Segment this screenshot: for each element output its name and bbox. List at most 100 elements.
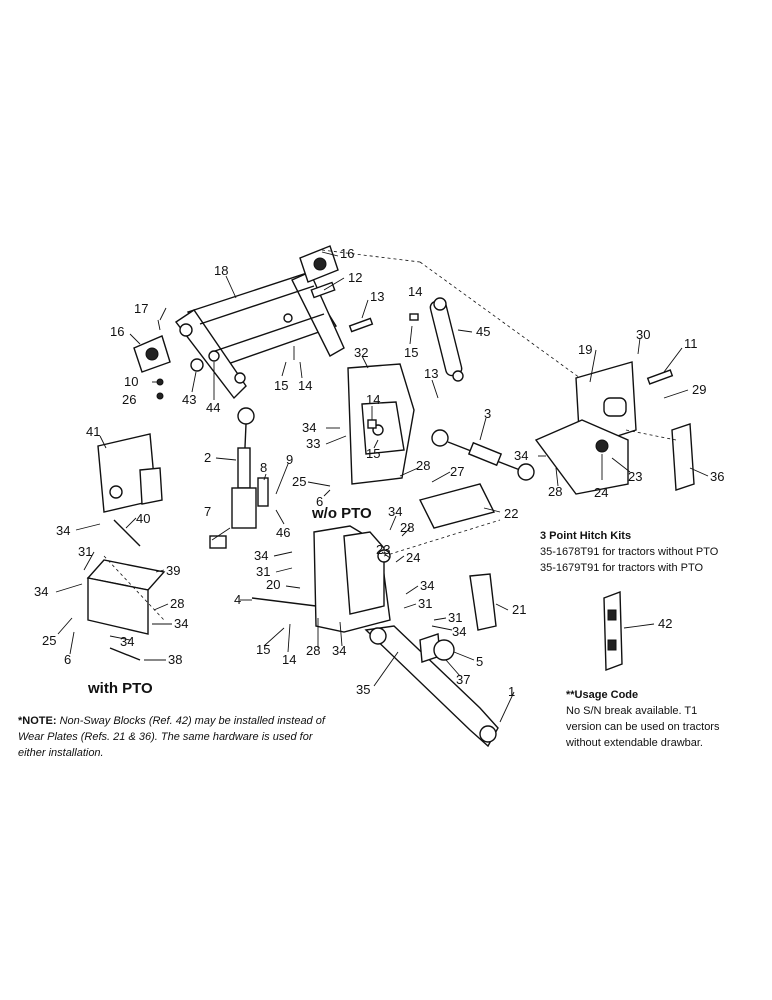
callout-label: 44 (206, 400, 220, 415)
washer-37 (433, 639, 455, 661)
callout-label: 25 (42, 633, 56, 648)
callout-numbers: 16 18 12 17 13 14 16 15 45 10 43 44 15 1… (34, 246, 724, 699)
top-link-bracket (347, 363, 415, 485)
callout-label: 31 (256, 564, 270, 579)
usage-block: **Usage Code No S/N break available. T1 … (566, 687, 766, 751)
callout-label: 14 (366, 392, 380, 407)
callout-label: 45 (476, 324, 490, 339)
wear-plate-21 (469, 573, 497, 631)
callout-label: 23 (628, 469, 642, 484)
callout-label: 14 (408, 284, 422, 299)
callout-label: 37 (456, 672, 470, 687)
callout-label: 43 (182, 392, 196, 407)
hydraulic-cylinder (429, 297, 464, 382)
callout-label: 15 (404, 345, 418, 360)
callout-label: 5 (476, 654, 483, 669)
kits-title: 3 Point Hitch Kits (540, 530, 632, 542)
clip-14-top (409, 313, 419, 321)
callout-label: 24 (406, 550, 420, 565)
callout-label: 13 (424, 366, 438, 381)
callout-label: 6 (316, 494, 323, 509)
callout-label: 15 (274, 378, 288, 393)
pillow-block-left (133, 335, 171, 373)
pin-11 (646, 369, 674, 385)
clip-7 (209, 535, 227, 549)
note-block: *NOTE: Non-Sway Blocks (Ref. 42) may be … (18, 713, 368, 761)
callout-label: 7 (204, 504, 211, 519)
non-sway-block (603, 591, 623, 671)
note-label: *NOTE: (18, 715, 57, 727)
callout-label: 14 (298, 378, 312, 393)
without-pto-label: w/o PTO (312, 505, 372, 522)
bracket-8 (257, 477, 269, 507)
callout-label: 31 (448, 610, 462, 625)
callout-label: 34 (56, 523, 70, 538)
callout-label: 30 (636, 327, 650, 342)
callout-label: 16 (340, 246, 354, 261)
callout-label: 28 (416, 458, 430, 473)
callout-label: 34 (302, 420, 316, 435)
callout-label: 14 (282, 652, 296, 667)
callout-label: 10 (124, 374, 138, 389)
callout-label: 20 (266, 577, 280, 592)
usage-line-3: without extendable drawbar. (566, 737, 703, 749)
callout-label: 15 (256, 642, 270, 657)
callout-label: 34 (452, 624, 466, 639)
kit-line-2: 35-1679T91 for tractors with PTO (540, 562, 704, 574)
top-link (431, 429, 535, 481)
callout-label: 28 (170, 596, 184, 611)
callout-label: 39 (166, 563, 180, 578)
usage-line-2: version can be used on tractors (566, 721, 720, 733)
callout-label: 15 (366, 446, 380, 461)
leader-lines (55, 251, 709, 723)
note-line-3: either installation. (18, 747, 104, 759)
usage-line-1: No S/N break available. T1 (566, 705, 698, 717)
callout-label: 18 (214, 263, 228, 278)
callout-label: 17 (134, 301, 148, 316)
alignment-lines (103, 249, 677, 621)
callout-label: 38 (168, 652, 182, 667)
note-text-1: Non-Sway Blocks (Ref. 42) may be install… (59, 715, 325, 727)
with-pto-label: with PTO (88, 680, 153, 697)
callout-label: 6 (64, 652, 71, 667)
callout-label: 22 (504, 506, 518, 521)
callout-label: 32 (354, 345, 368, 360)
callout-label: 3 (484, 406, 491, 421)
callout-label: 13 (370, 289, 384, 304)
callout-label: 35 (356, 682, 370, 697)
callout-label: 34 (254, 548, 268, 563)
kit-line-1: 35-1678T91 for tractors without PTO (540, 546, 719, 558)
callout-label: 46 (276, 525, 290, 540)
callout-label: 28 (400, 520, 414, 535)
note-line-2: Wear Plates (Refs. 21 & 36). The same ha… (18, 731, 313, 743)
callout-label: 27 (450, 464, 464, 479)
pillow-block-top (299, 245, 339, 283)
bolt-17 (157, 319, 161, 331)
usage-title: **Usage Code (566, 689, 639, 701)
callout-label: 9 (286, 452, 293, 467)
callout-label: 34 (34, 584, 48, 599)
callout-label: 34 (388, 504, 402, 519)
callout-label: 40 (136, 511, 150, 526)
callout-label: 26 (122, 392, 136, 407)
callout-label: 31 (418, 596, 432, 611)
pin-4 (251, 597, 317, 607)
callout-label: 29 (692, 382, 706, 397)
callout-label: 25 (292, 474, 306, 489)
callout-label: 28 (548, 484, 562, 499)
lift-link (231, 407, 257, 529)
callout-label: 8 (260, 460, 267, 475)
pin-13-upper (348, 317, 374, 333)
lower-link (364, 625, 499, 748)
callout-label: 36 (710, 469, 724, 484)
callout-label: 12 (348, 270, 362, 285)
callout-label: 34 (120, 634, 134, 649)
callout-label: 31 (78, 544, 92, 559)
callout-label: 34 (420, 578, 434, 593)
kits-block: 3 Point Hitch Kits 35-1678T91 for tracto… (540, 528, 765, 576)
wear-plate-36 (671, 423, 695, 491)
bolt-40 (113, 519, 141, 547)
callout-label: 34 (174, 616, 188, 631)
nut-44 (208, 350, 220, 362)
